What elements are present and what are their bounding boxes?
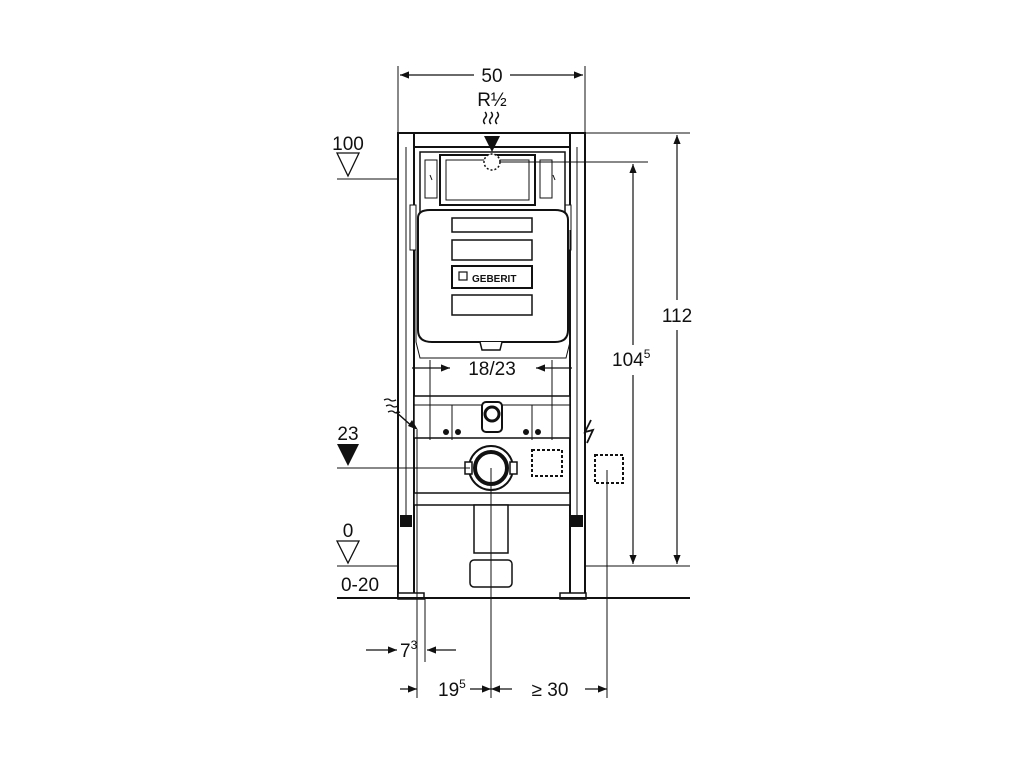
- cistern: GEBERIT: [415, 151, 571, 359]
- electricity-icon: [583, 419, 595, 444]
- offset-19-main: 19: [438, 680, 459, 701]
- label-floor-range: 0-20: [341, 575, 379, 596]
- dimension-lines: [366, 66, 681, 698]
- label-water-connection: R½: [477, 90, 507, 111]
- actuation-height-main: 104: [612, 350, 644, 371]
- label-distance-min: ≥ 30: [532, 680, 569, 701]
- label-offset-19: 195: [438, 677, 466, 701]
- logo-text: GEBERIT: [472, 274, 516, 285]
- offset-7-main: 7: [400, 641, 411, 662]
- offset-7-sup: 3: [411, 638, 418, 652]
- level-lines: [335, 132, 690, 599]
- dimension-labels: 50 R½ 100 23 0 0-20 112 1045 18/23 73 19…: [332, 66, 692, 701]
- label-height-100: 100: [332, 134, 364, 155]
- label-bolt-spacing: 18/23: [468, 359, 516, 380]
- label-offset-7: 73: [400, 638, 418, 662]
- water-supply-icon: [482, 111, 501, 171]
- label-width: 50: [481, 66, 502, 87]
- electrical-boxes: [531, 449, 624, 484]
- label-height-23: 23: [337, 424, 358, 445]
- offset-19-sup: 5: [459, 677, 466, 691]
- water-supply-icon-lower: [383, 398, 418, 430]
- label-actuation-height: 1045: [612, 347, 651, 371]
- label-total-height: 112: [662, 306, 692, 327]
- label-level-0: 0: [343, 521, 354, 542]
- actuation-height-sup: 5: [644, 347, 651, 361]
